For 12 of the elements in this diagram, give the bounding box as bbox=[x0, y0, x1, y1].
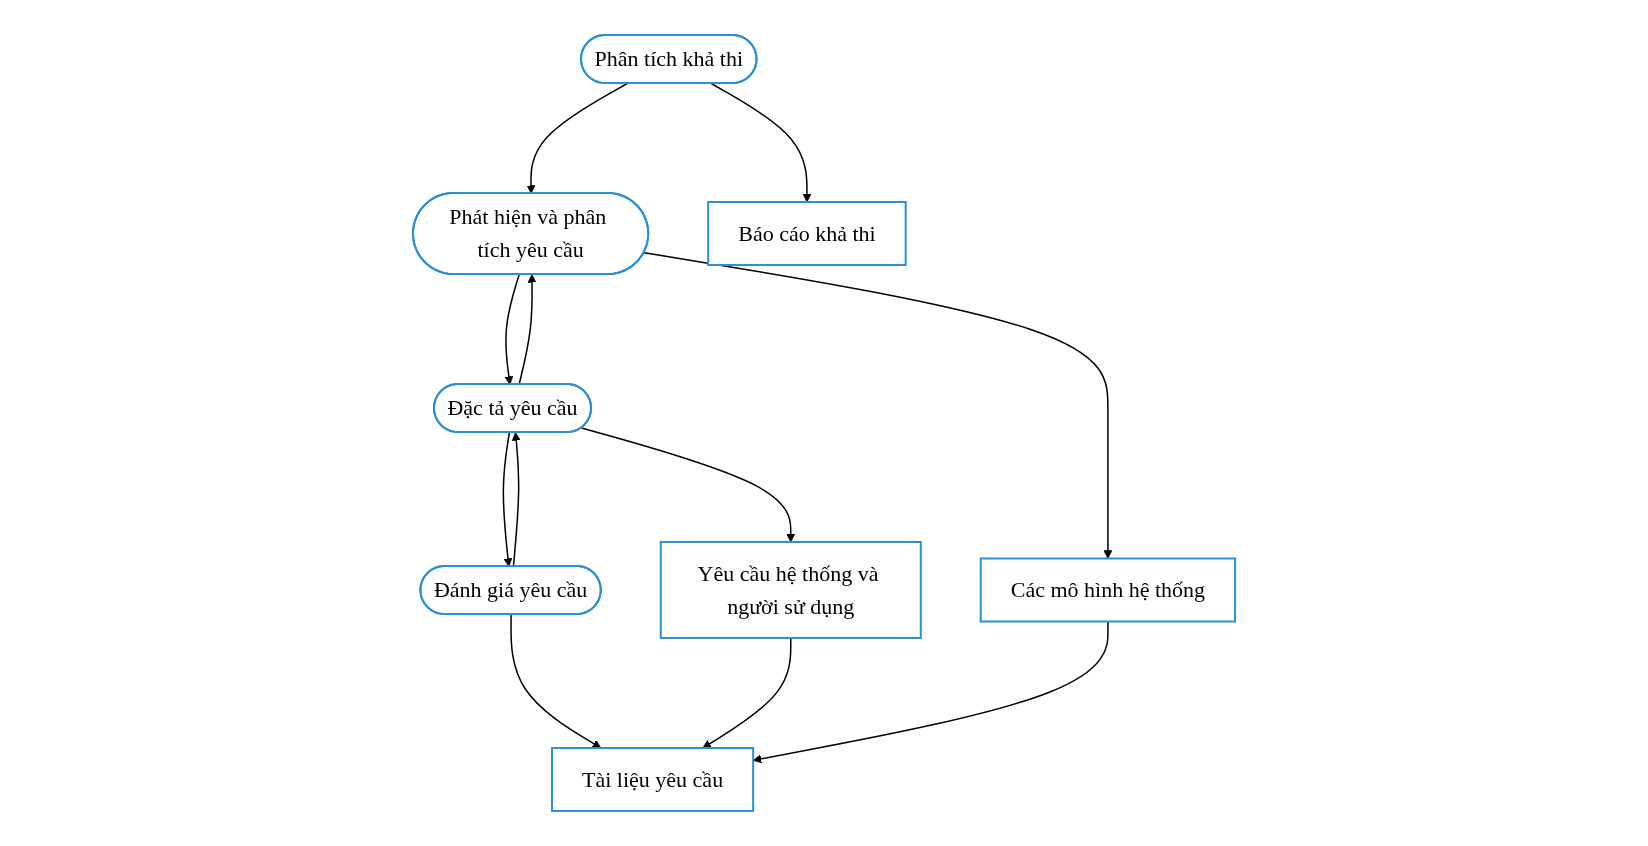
arrow bbox=[643, 251, 1113, 559]
node-box: Các mô hình hệ thống bbox=[979, 557, 1237, 623]
arrow bbox=[710, 82, 812, 203]
arrow bbox=[580, 427, 796, 543]
arrow bbox=[510, 613, 602, 749]
arrow bbox=[504, 273, 520, 385]
arrow bbox=[702, 637, 792, 749]
node-box: Yêu cầu hệ thống và người sử dụng bbox=[659, 541, 922, 639]
arrow bbox=[502, 431, 513, 567]
node-box: Báo cáo khả thi bbox=[707, 201, 907, 266]
arrow bbox=[526, 82, 628, 194]
node-box: Tài liệu yêu cầu bbox=[551, 747, 755, 812]
